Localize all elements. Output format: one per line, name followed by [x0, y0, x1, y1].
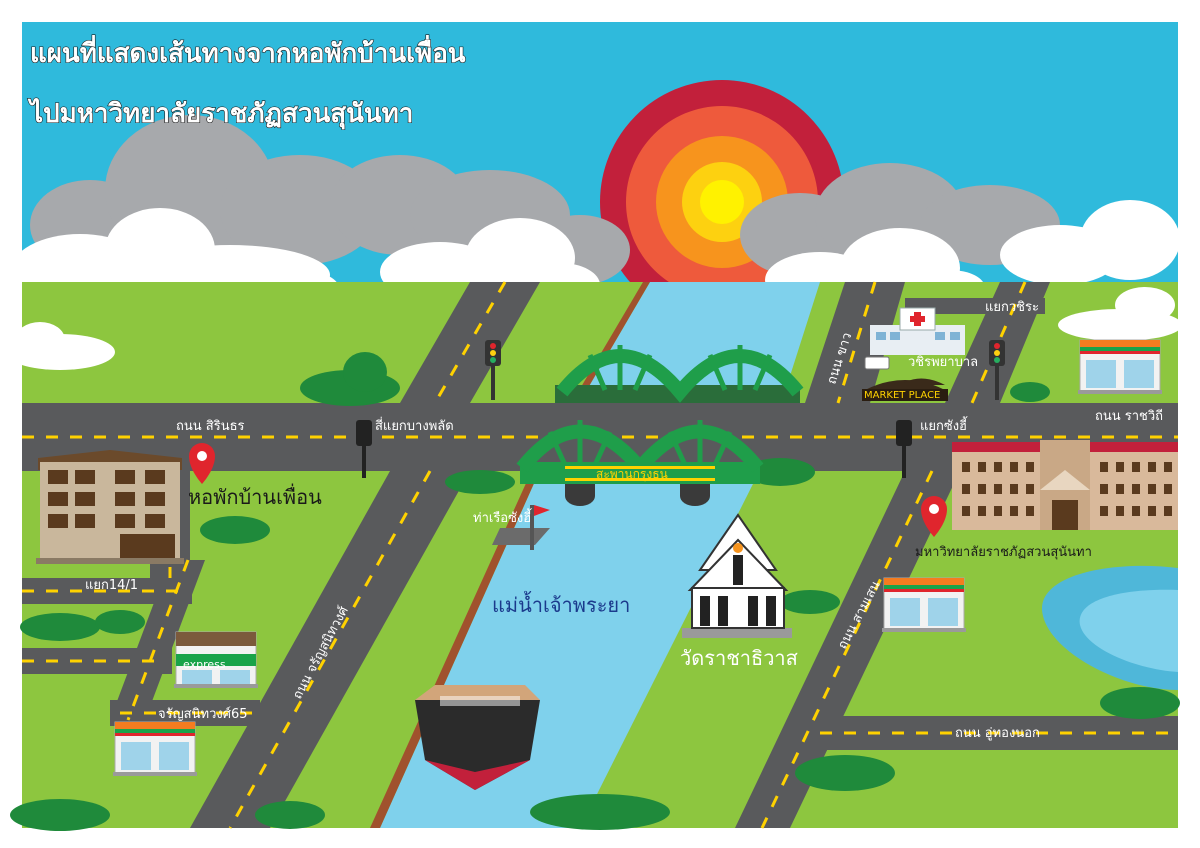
traffic-light-icon: [356, 420, 372, 478]
hospital-label: วชิรพยาบาล: [908, 355, 978, 370]
temple-label: วัดราชาธิวาส: [680, 646, 798, 670]
roads: [22, 282, 1178, 828]
intersection-14-1-label: แยก14/1: [85, 578, 138, 593]
university-label: มหาวิทยาลัยราชภัฏสวนสุนันทา: [915, 545, 1092, 560]
title-line-2: ไปมหาวิทยาลัยราชภัฏสวนสุนันทา: [27, 97, 413, 130]
intersection-sang-hi-label: แยกซังฮี้: [920, 416, 968, 434]
traffic-light-icon: [485, 340, 501, 400]
bushes: [10, 352, 1180, 831]
convenience-store-icon: [882, 577, 966, 632]
pier-label: ท่าเรือซังฮี้: [473, 508, 532, 526]
map-pin-icon: [189, 443, 215, 484]
temple: [682, 513, 792, 638]
traffic-light-icon: [989, 340, 1005, 400]
convenience-store-icon: [1078, 339, 1162, 394]
sun: [600, 80, 844, 324]
convenience-store-icon: [113, 721, 197, 776]
dorm-label: หอพักบ้านเพื่อน: [188, 483, 322, 509]
university-building: [952, 440, 1178, 530]
road-uthong-label: ถนน อู่ทองนอก: [955, 726, 1040, 741]
intersection-wachira-label: แยกวชิระ: [985, 300, 1039, 315]
boat: [415, 685, 540, 790]
bridge-upper: [555, 345, 804, 403]
express-store-label: express: [183, 658, 226, 671]
market-place: [862, 378, 948, 401]
map-pin-icon: [921, 496, 947, 537]
intersection-bang-phlat-label: สี่แยกบางพลัด: [375, 417, 454, 434]
express-store: [174, 631, 258, 688]
clouds-low: [5, 287, 1182, 370]
pier: [492, 505, 550, 550]
title-line-1: แผนที่แสดงเส้นทางจากหอพักบ้านเพื่อน: [30, 34, 466, 69]
market-label: MARKET PLACE: [864, 390, 940, 401]
clouds-grey: [30, 115, 1060, 285]
bridge-krung-thon: [516, 420, 764, 506]
river-label: แม่น้ำเจ้าพระยา: [492, 591, 630, 617]
road-ratchawithi-label: ถนน ราชวิถี: [1095, 408, 1163, 424]
hospital-icon: [864, 307, 965, 370]
road-sirindhorn-label: ถนน สิรินธร: [176, 419, 245, 434]
dorm-building: [36, 450, 184, 564]
intersection-charan-65-label: จรัญสนิทวงศ์65: [158, 706, 248, 722]
bridge-label: สะพานกรุงธน: [596, 467, 668, 482]
traffic-light-icon: [896, 420, 912, 478]
